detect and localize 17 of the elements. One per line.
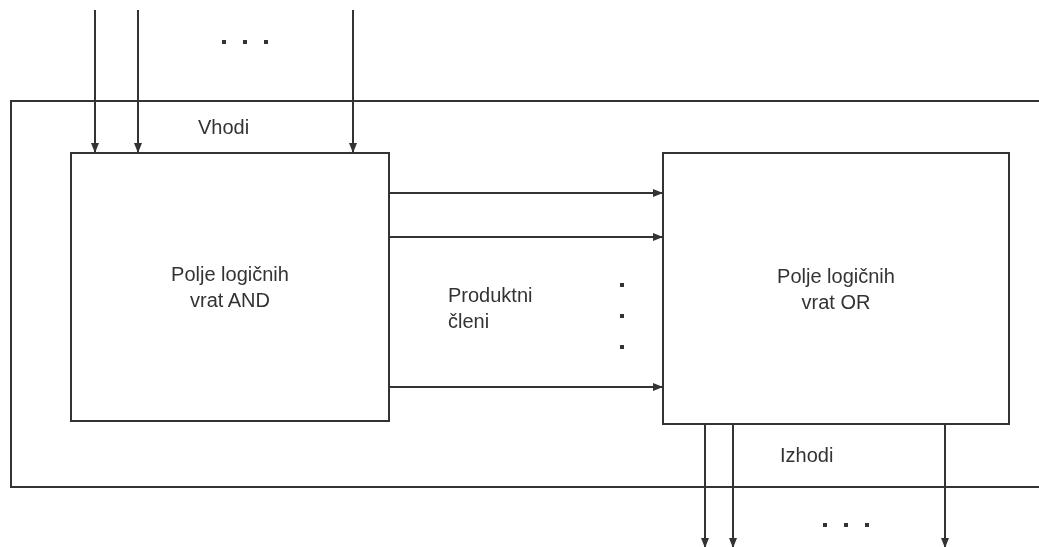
group-label: Vhodi: [198, 115, 251, 140]
arrow: [349, 9, 357, 153]
box-label: Polje logičnih vrat OR: [776, 263, 896, 315]
arrow: [389, 233, 663, 241]
group-label: Produktni členi: [448, 283, 534, 334]
logic-array-box: [662, 152, 1010, 425]
arrow: [729, 424, 737, 547]
arrow: [134, 9, 142, 153]
arrow: [91, 9, 99, 153]
box-label: Polje logičnih vrat AND: [170, 262, 290, 313]
arrow: [701, 424, 709, 547]
outer-frame: [10, 100, 1039, 488]
arrow: [389, 383, 663, 391]
arrow: [941, 424, 949, 547]
logic-array-box: [70, 152, 390, 422]
group-label: Izhodi: [780, 443, 835, 468]
arrow: [389, 189, 663, 197]
